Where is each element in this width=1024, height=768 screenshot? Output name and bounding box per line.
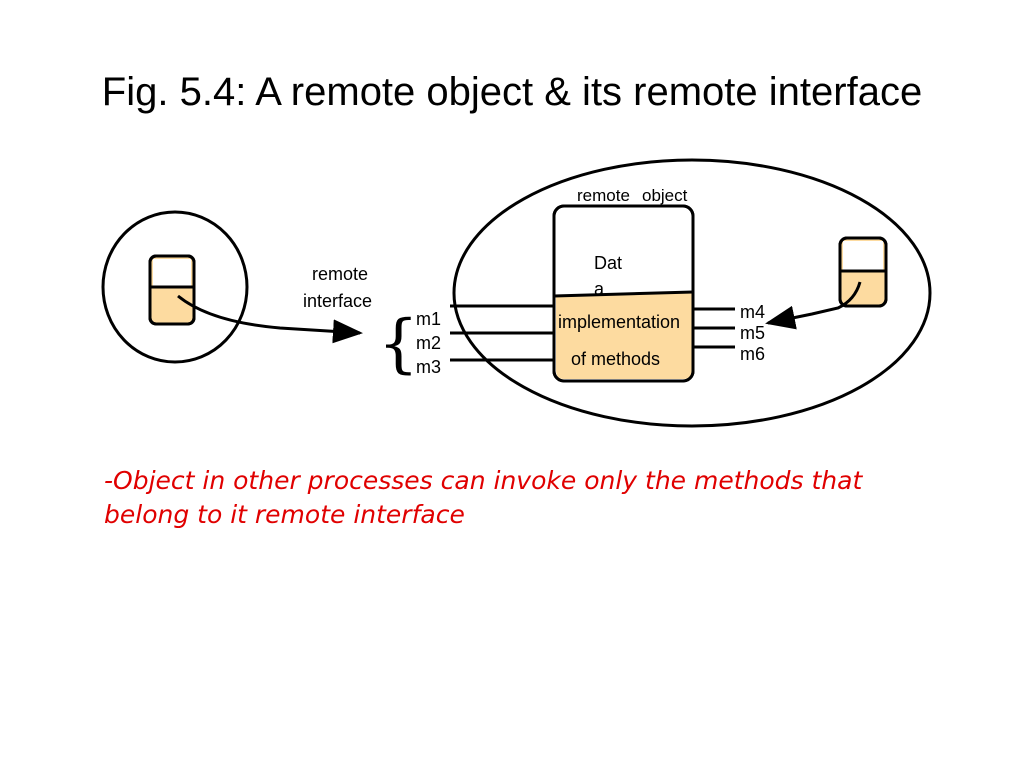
of-methods-label: of methods [571, 349, 661, 369]
remote-object-box [552, 204, 695, 383]
remote-interface-label-2: interface [303, 291, 373, 311]
caption-text: -Object in other processes can invoke on… [104, 464, 964, 532]
method-label-m2: m2 [416, 333, 442, 353]
client-object-left [148, 254, 196, 326]
method-label-m4: m4 [740, 302, 766, 322]
invocation-arrow-left [177, 294, 363, 344]
client-object-right [838, 236, 888, 308]
caption-line-2: belong to it remote interface [104, 500, 465, 529]
method-label-m6: m6 [740, 344, 766, 364]
method-label-m1: m1 [416, 309, 442, 329]
data-label-2: a [594, 279, 605, 299]
method-label-m5: m5 [740, 323, 766, 343]
implementation-label: implementation [558, 312, 681, 332]
remote-object-label-2: object [642, 186, 688, 205]
method-label-m3: m3 [416, 357, 442, 377]
invocation-arrow-right [765, 281, 862, 330]
data-label-1: Dat [594, 253, 623, 273]
interface-brace: { [378, 307, 419, 381]
slide-title: Fig. 5.4: A remote object & its remote i… [101, 70, 923, 114]
remote-object-label-1: remote [577, 186, 630, 205]
caption-line-1: -Object in other processes can invoke on… [104, 466, 863, 495]
remote-interface-label-1: remote [312, 264, 369, 284]
